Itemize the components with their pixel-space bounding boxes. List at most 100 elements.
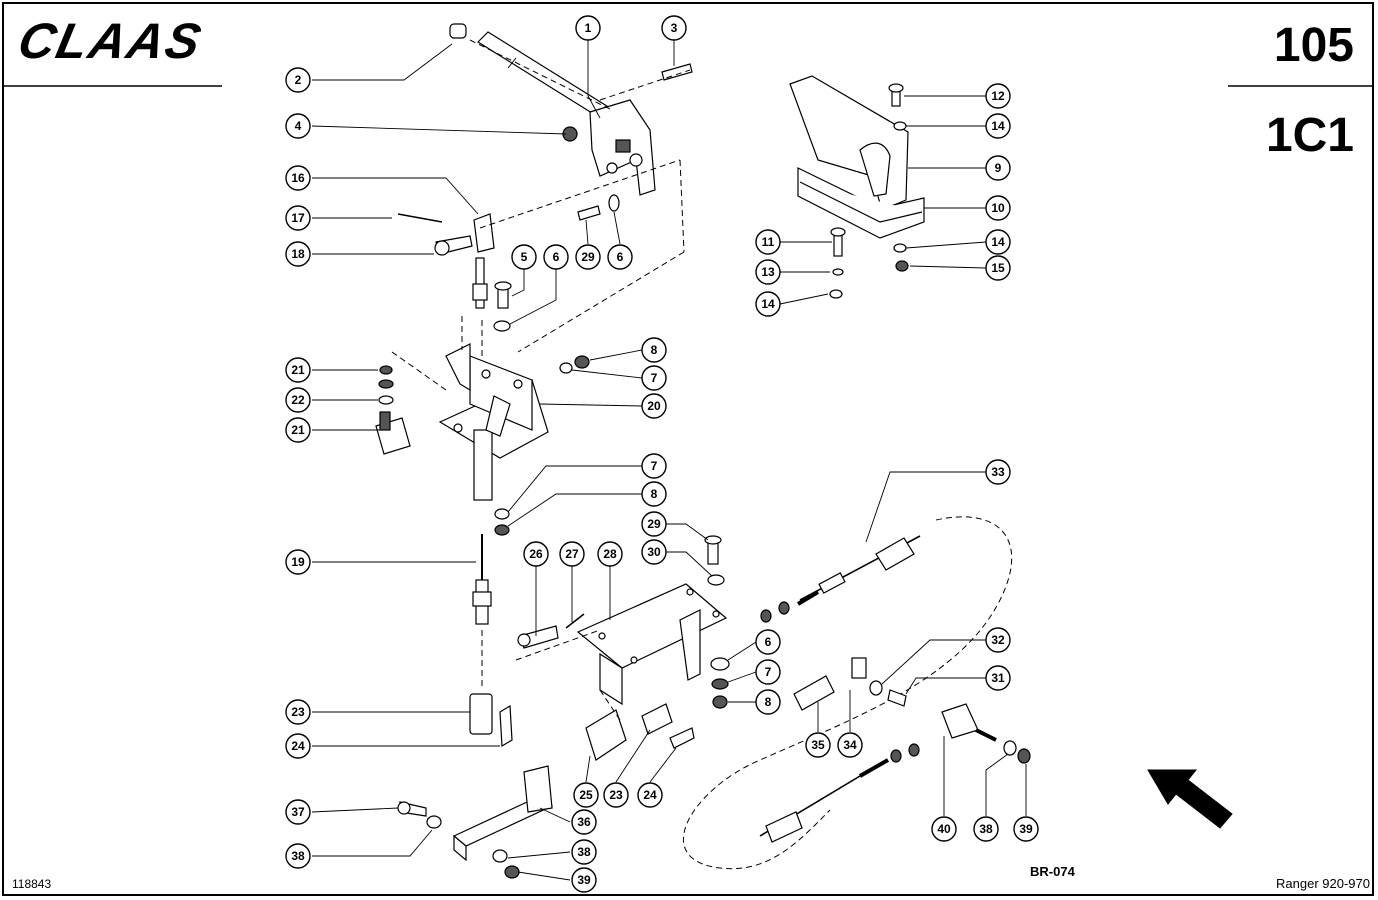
svg-text:28: 28 xyxy=(603,547,617,561)
svg-text:1: 1 xyxy=(585,21,592,35)
gaiter-assembly xyxy=(789,75,925,299)
svg-text:14: 14 xyxy=(991,119,1005,133)
svg-text:36: 36 xyxy=(577,815,591,829)
callout-21-lower: 21 xyxy=(285,417,311,443)
svg-text:38: 38 xyxy=(577,845,591,859)
callout-18: 18 xyxy=(285,241,311,267)
callout-26: 26 xyxy=(523,541,549,567)
callout-8-upper: 8 xyxy=(641,337,667,363)
svg-text:12: 12 xyxy=(991,89,1005,103)
svg-text:21: 21 xyxy=(291,423,305,437)
claas-logo: CLAAS xyxy=(13,13,208,69)
svg-text:6: 6 xyxy=(765,635,772,649)
svg-text:6: 6 xyxy=(553,250,560,264)
callout-7-mid: 7 xyxy=(641,453,667,479)
callout-6-mid: 6 xyxy=(543,244,569,270)
svg-text:2: 2 xyxy=(295,73,302,87)
callout-19: 19 xyxy=(285,549,311,575)
svg-text:16: 16 xyxy=(291,171,305,185)
callout-34: 34 xyxy=(837,732,863,758)
svg-text:13: 13 xyxy=(761,265,775,279)
callout-7-upper: 7 xyxy=(641,365,667,391)
direction-arrow xyxy=(1147,769,1233,829)
callout-14-right: 14 xyxy=(985,229,1011,255)
svg-text:7: 7 xyxy=(651,459,658,473)
svg-text:33: 33 xyxy=(991,465,1005,479)
svg-text:39: 39 xyxy=(1019,822,1033,836)
svg-text:10: 10 xyxy=(991,201,1005,215)
svg-text:21: 21 xyxy=(291,363,305,377)
callout-17: 17 xyxy=(285,205,311,231)
callout-7-lower: 7 xyxy=(755,659,781,685)
callout-39-right: 39 xyxy=(1013,816,1039,842)
svg-text:25: 25 xyxy=(579,788,593,802)
callout-39-mid: 39 xyxy=(571,867,597,893)
callout-15: 15 xyxy=(985,255,1011,281)
svg-text:23: 23 xyxy=(609,788,623,802)
svg-text:31: 31 xyxy=(991,671,1005,685)
assembly-guide-lines xyxy=(391,39,691,391)
hand-lever-assembly xyxy=(397,23,693,332)
callout-29-lower: 29 xyxy=(641,511,667,537)
svg-text:4: 4 xyxy=(295,119,302,133)
control-rod-19 xyxy=(469,320,513,748)
svg-text:9: 9 xyxy=(995,161,1002,175)
group-code: 1C1 xyxy=(1265,109,1354,162)
callout-24-bottom: 24 xyxy=(637,782,663,808)
svg-text:24: 24 xyxy=(291,739,305,753)
callout-30: 30 xyxy=(641,539,667,565)
svg-text:37: 37 xyxy=(291,805,305,819)
svg-text:22: 22 xyxy=(291,393,305,407)
callout-8-lower: 8 xyxy=(755,689,781,715)
callout-9: 9 xyxy=(985,155,1011,181)
callout-21-upper: 21 xyxy=(285,357,311,383)
svg-text:40: 40 xyxy=(937,822,951,836)
svg-text:38: 38 xyxy=(979,822,993,836)
svg-text:7: 7 xyxy=(765,665,772,679)
callout-2: 2 xyxy=(285,67,311,93)
callout-16: 16 xyxy=(285,165,311,191)
callout-33: 33 xyxy=(985,459,1011,485)
svg-text:8: 8 xyxy=(765,695,772,709)
svg-text:23: 23 xyxy=(291,705,305,719)
svg-text:11: 11 xyxy=(762,235,775,249)
svg-text:7: 7 xyxy=(651,371,658,385)
callout-38-mid: 38 xyxy=(571,839,597,865)
callout-10: 10 xyxy=(985,195,1011,221)
svg-text:3: 3 xyxy=(671,21,678,35)
callout-leaders xyxy=(311,40,1027,881)
callout-36: 36 xyxy=(571,809,597,835)
page-number: 105 xyxy=(1273,19,1354,72)
callout-4: 4 xyxy=(285,113,311,139)
callout-24-left: 24 xyxy=(285,733,311,759)
callout-38-left: 38 xyxy=(285,843,311,869)
svg-text:35: 35 xyxy=(811,738,825,752)
callout-3: 3 xyxy=(661,15,687,41)
svg-text:8: 8 xyxy=(651,343,658,357)
diagram-reference: BR-074 xyxy=(1030,864,1075,879)
svg-text:14: 14 xyxy=(991,235,1005,249)
svg-text:5: 5 xyxy=(521,250,528,264)
callout-22: 22 xyxy=(285,387,311,413)
callout-14-left: 14 xyxy=(755,291,781,317)
svg-text:38: 38 xyxy=(291,849,305,863)
bowden-cable-33 xyxy=(682,516,1031,870)
callout-6-top: 6 xyxy=(607,244,633,270)
callout-32: 32 xyxy=(985,627,1011,653)
svg-text:34: 34 xyxy=(843,738,857,752)
svg-text:30: 30 xyxy=(647,545,661,559)
callout-6-lower: 6 xyxy=(755,629,781,655)
svg-text:15: 15 xyxy=(991,261,1005,275)
callout-5: 5 xyxy=(511,244,537,270)
svg-text:20: 20 xyxy=(647,399,661,413)
callout-1: 1 xyxy=(575,15,601,41)
svg-text:24: 24 xyxy=(643,788,657,802)
callout-37: 37 xyxy=(285,799,311,825)
foot-bracket-36 xyxy=(397,765,554,879)
svg-text:19: 19 xyxy=(291,555,305,569)
callout-20: 20 xyxy=(641,393,667,419)
callout-14-top: 14 xyxy=(985,113,1011,139)
